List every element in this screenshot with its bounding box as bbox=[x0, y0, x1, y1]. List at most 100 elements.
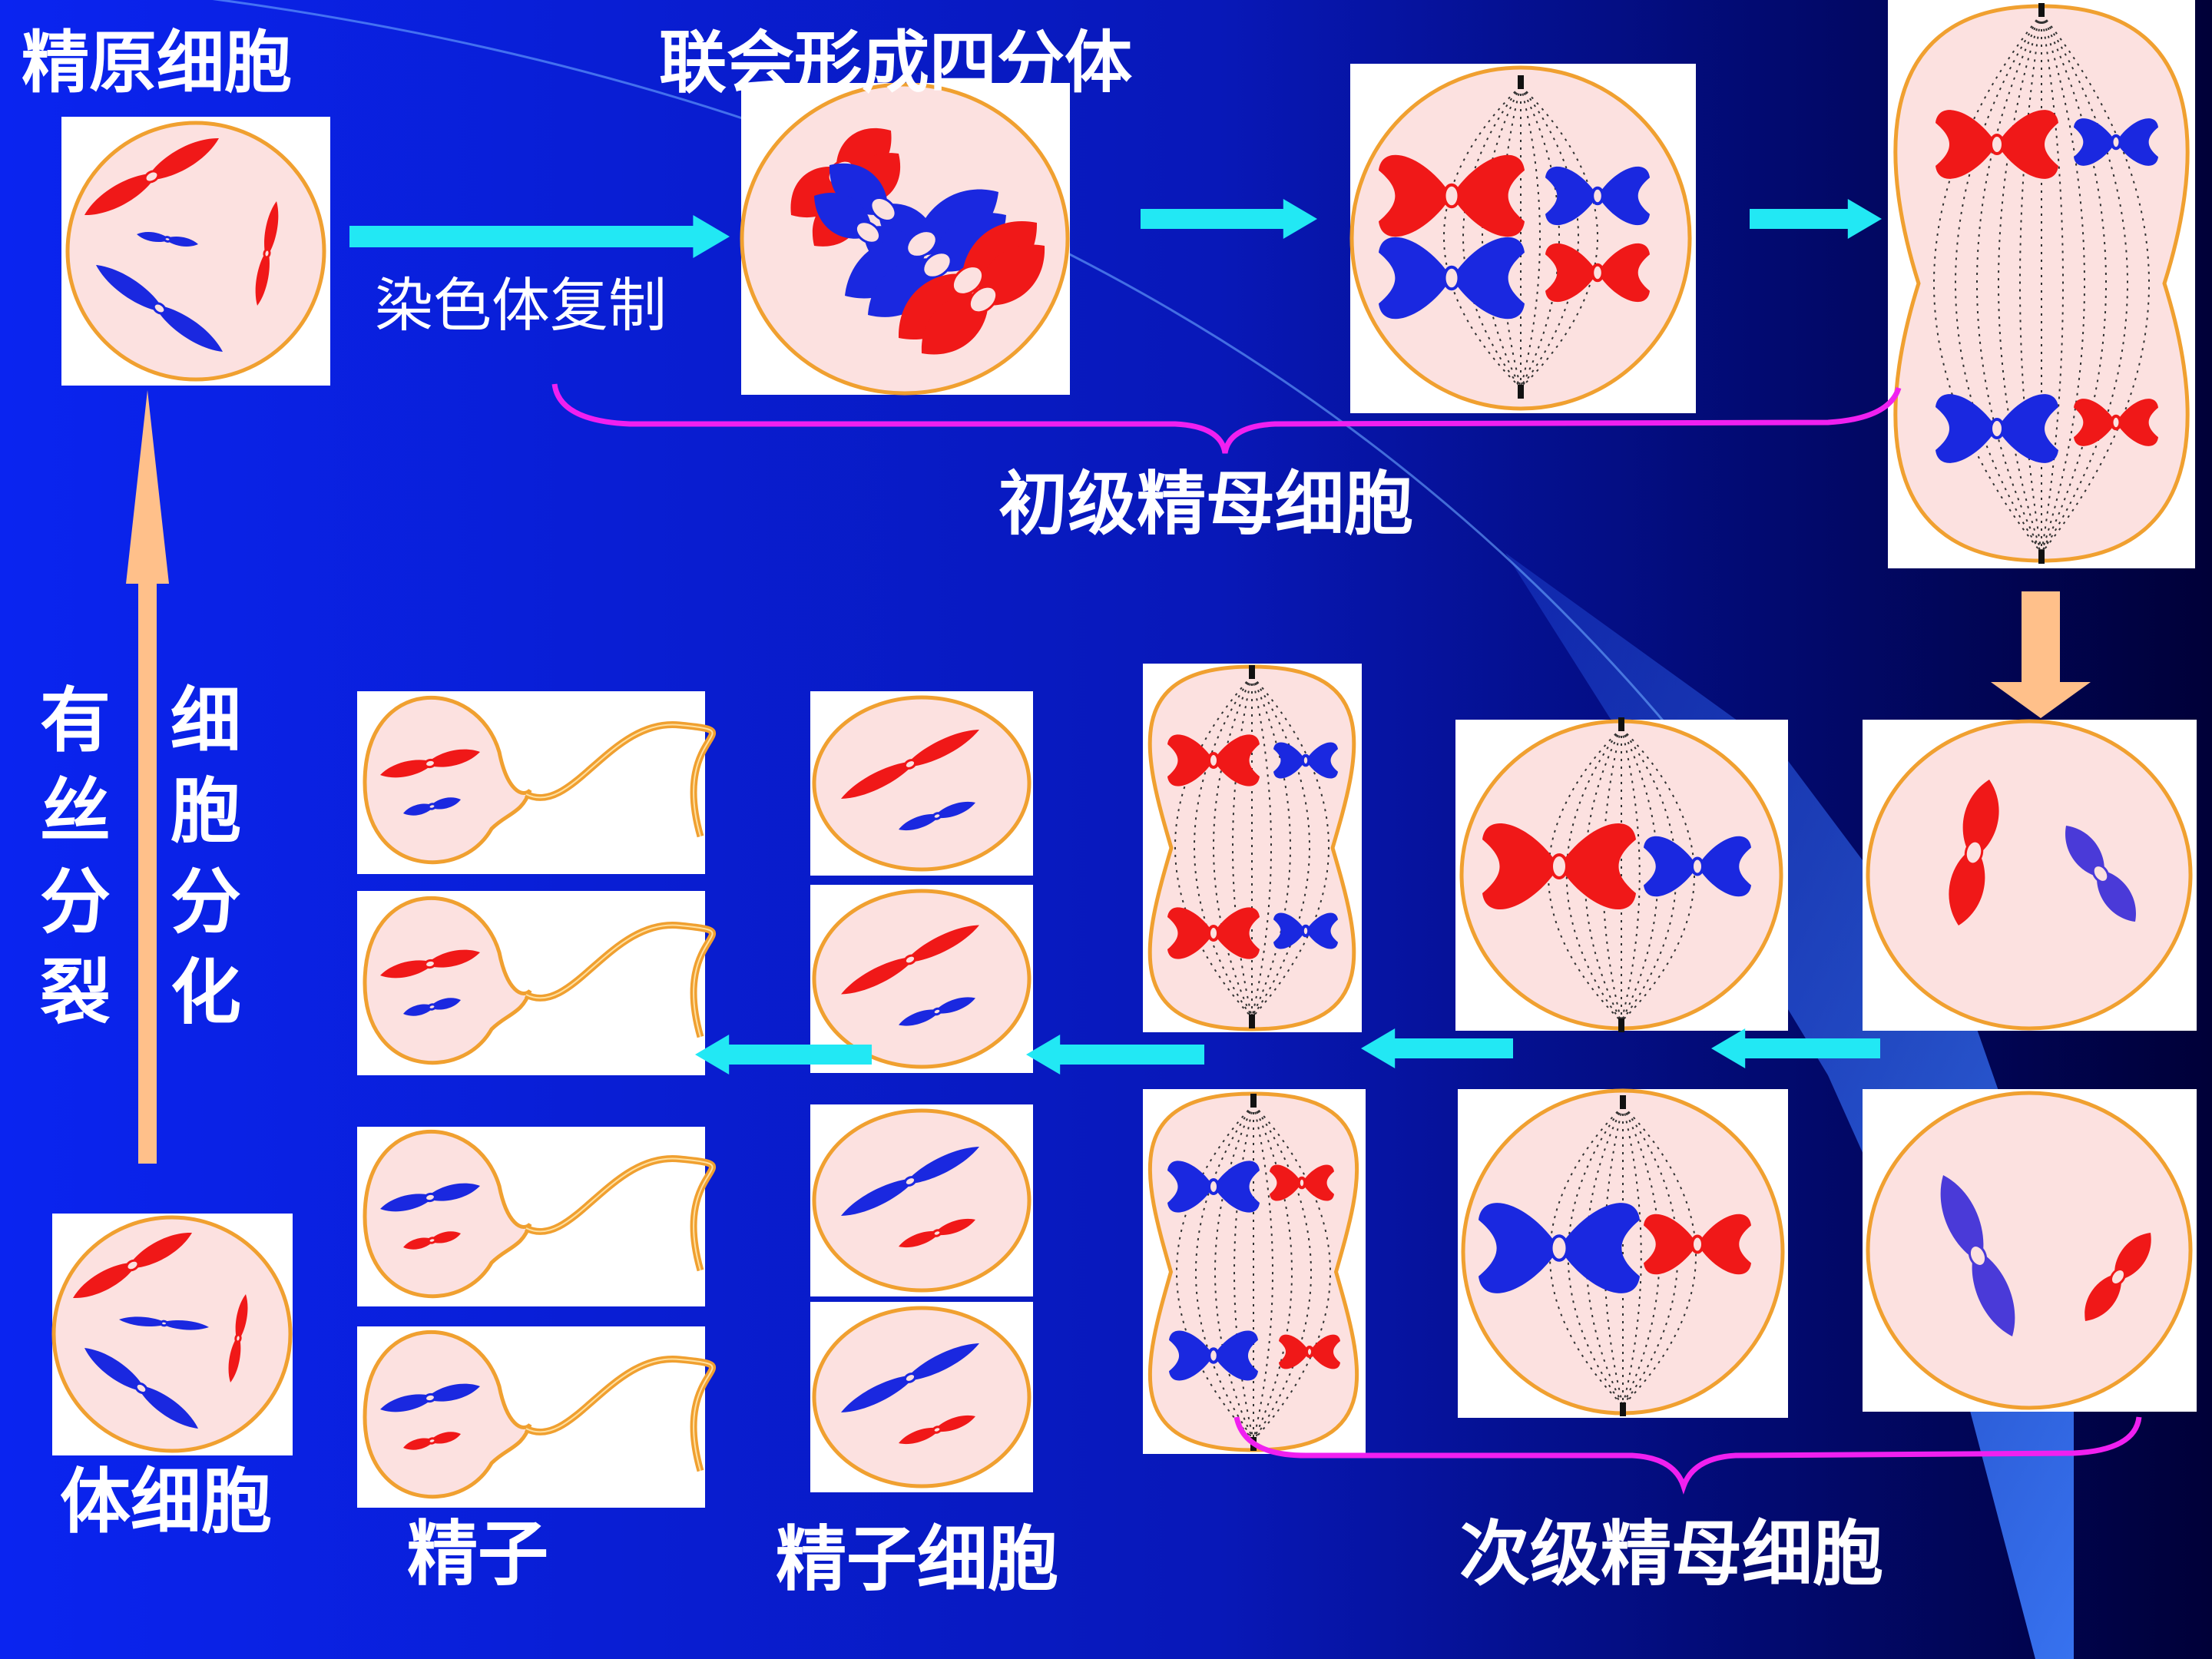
centromere bbox=[1690, 1234, 1704, 1254]
spindle-fiber bbox=[2019, 13, 2042, 554]
sperm-2-panel bbox=[357, 891, 716, 1075]
sperm-head-membrane bbox=[363, 695, 532, 865]
spermatid-left-arrow-icon bbox=[695, 1035, 872, 1075]
spindle-fibers bbox=[1174, 665, 1330, 1028]
secondary-spermatocyte-brace bbox=[1233, 1416, 2142, 1495]
tail-highlight bbox=[525, 1157, 714, 1271]
chromatid-pair bbox=[1644, 1214, 1697, 1275]
chromatid-pair bbox=[1379, 237, 1452, 320]
centromere bbox=[2110, 414, 2122, 431]
centromere bbox=[1550, 853, 1568, 879]
label-synapsis: 联会形成四分体 bbox=[659, 23, 1133, 102]
primary-spermatocyte-brace bbox=[551, 383, 1902, 454]
centromere bbox=[427, 1237, 437, 1244]
sperm-head bbox=[363, 896, 532, 1065]
centromere bbox=[968, 285, 998, 314]
chromosome-red-upper bbox=[1936, 110, 2058, 179]
centriole bbox=[2038, 3, 2045, 17]
chromosome-long bbox=[841, 925, 979, 995]
spermatid-1-panel bbox=[810, 691, 1033, 876]
chromatid-pair bbox=[1306, 912, 1338, 949]
centromere bbox=[1207, 1347, 1220, 1364]
cell-membrane bbox=[1866, 1091, 2193, 1410]
spindle-fiber bbox=[1251, 675, 1310, 1018]
spindle-fiber bbox=[1621, 727, 1641, 1022]
arrow-shape bbox=[126, 390, 169, 1164]
chromatid-pair bbox=[1697, 836, 1751, 897]
spindle-fiber bbox=[1174, 675, 1253, 1018]
centromere bbox=[903, 1176, 917, 1187]
chromosome-short bbox=[402, 998, 462, 1016]
chromatid-pair bbox=[1214, 907, 1260, 959]
bivalent-blue-bottom bbox=[1379, 237, 1525, 320]
metaphase-right-arrow-icon bbox=[1750, 199, 1882, 239]
centriole bbox=[1518, 385, 1524, 399]
centromere bbox=[152, 302, 167, 315]
arrow-shape bbox=[1361, 1028, 1513, 1068]
tetrad-red-4 bbox=[921, 244, 1045, 355]
chromatid-pair bbox=[1214, 1330, 1258, 1381]
centriole bbox=[1618, 717, 1624, 731]
centromere bbox=[1300, 753, 1311, 767]
centromere bbox=[903, 1373, 917, 1383]
centromere bbox=[932, 1007, 942, 1016]
sperm-head-membrane bbox=[363, 1129, 532, 1299]
centromere bbox=[903, 954, 917, 965]
spindle-fiber bbox=[1604, 1105, 1624, 1406]
spindle-fiber bbox=[1443, 85, 1522, 389]
centromere bbox=[1207, 752, 1220, 769]
cell-membrane bbox=[812, 1306, 1031, 1488]
spindle-fiber bbox=[1194, 675, 1253, 1018]
label-primary-spermatocyte: 初级精母细胞 bbox=[998, 464, 1413, 545]
secondary-prophase-top-panel bbox=[1863, 719, 2197, 1031]
chromatid-pair bbox=[1452, 237, 1525, 320]
sperm-head-membrane bbox=[363, 1330, 532, 1499]
chromosome-blue-short bbox=[136, 232, 199, 247]
chromatid-pair bbox=[1644, 836, 1697, 897]
centromere bbox=[1690, 856, 1704, 876]
centromere bbox=[1305, 1346, 1314, 1358]
centriole bbox=[1618, 1018, 1624, 1032]
centromere bbox=[2109, 1268, 2127, 1286]
centromere bbox=[1207, 1178, 1220, 1195]
tetrad-blue-1 bbox=[829, 163, 938, 256]
chromatid-pair bbox=[1270, 1164, 1302, 1201]
centromere bbox=[163, 236, 172, 243]
cell-membrane bbox=[1866, 719, 2193, 1031]
tail-highlight bbox=[525, 1358, 714, 1472]
secondary-prophase-bottom-panel bbox=[1863, 1089, 2197, 1412]
spindle-fiber bbox=[1482, 85, 1522, 389]
spindle-fibers bbox=[1443, 75, 1598, 399]
metaphase-two-left-arrow-icon bbox=[1361, 1028, 1513, 1068]
centriole bbox=[1250, 1094, 1257, 1108]
chromatid-pair bbox=[1167, 734, 1214, 786]
down-arrow-icon bbox=[1991, 591, 2091, 718]
sperm-4-panel bbox=[357, 1326, 716, 1508]
spindle-fiber bbox=[1621, 727, 1659, 1022]
chromosome-violet-diagonal bbox=[2065, 826, 2136, 922]
centromere bbox=[1549, 1234, 1569, 1262]
centromere bbox=[854, 220, 882, 244]
chromosome-short bbox=[899, 997, 975, 1026]
label-differentiation-char-2: 胞 bbox=[170, 770, 241, 853]
centromere bbox=[932, 1229, 942, 1237]
centriole bbox=[1518, 75, 1524, 89]
chromosome-red-long bbox=[72, 1232, 193, 1299]
spermatid-2-panel bbox=[810, 885, 1033, 1073]
chromosome-blue-upper bbox=[1167, 1161, 1260, 1213]
chromosome-blue-upper bbox=[2074, 118, 2158, 166]
spindle-fiber bbox=[1232, 675, 1253, 1018]
arrow-shape bbox=[1141, 199, 1317, 239]
spermatogonium-panel bbox=[61, 117, 330, 386]
synapsis-panel bbox=[740, 82, 1070, 396]
centromere bbox=[1207, 925, 1220, 942]
centromere bbox=[922, 251, 952, 279]
cell-membrane bbox=[812, 1108, 1031, 1293]
chromosome-long bbox=[841, 730, 979, 799]
label-secondary-spermatocyte: 次级精母细胞 bbox=[1459, 1513, 1884, 1595]
sperm-head bbox=[363, 695, 532, 865]
replication-right-arrow-icon bbox=[349, 215, 730, 258]
spindle-fibers bbox=[1933, 3, 2150, 564]
chromatid-pair bbox=[1306, 742, 1338, 779]
